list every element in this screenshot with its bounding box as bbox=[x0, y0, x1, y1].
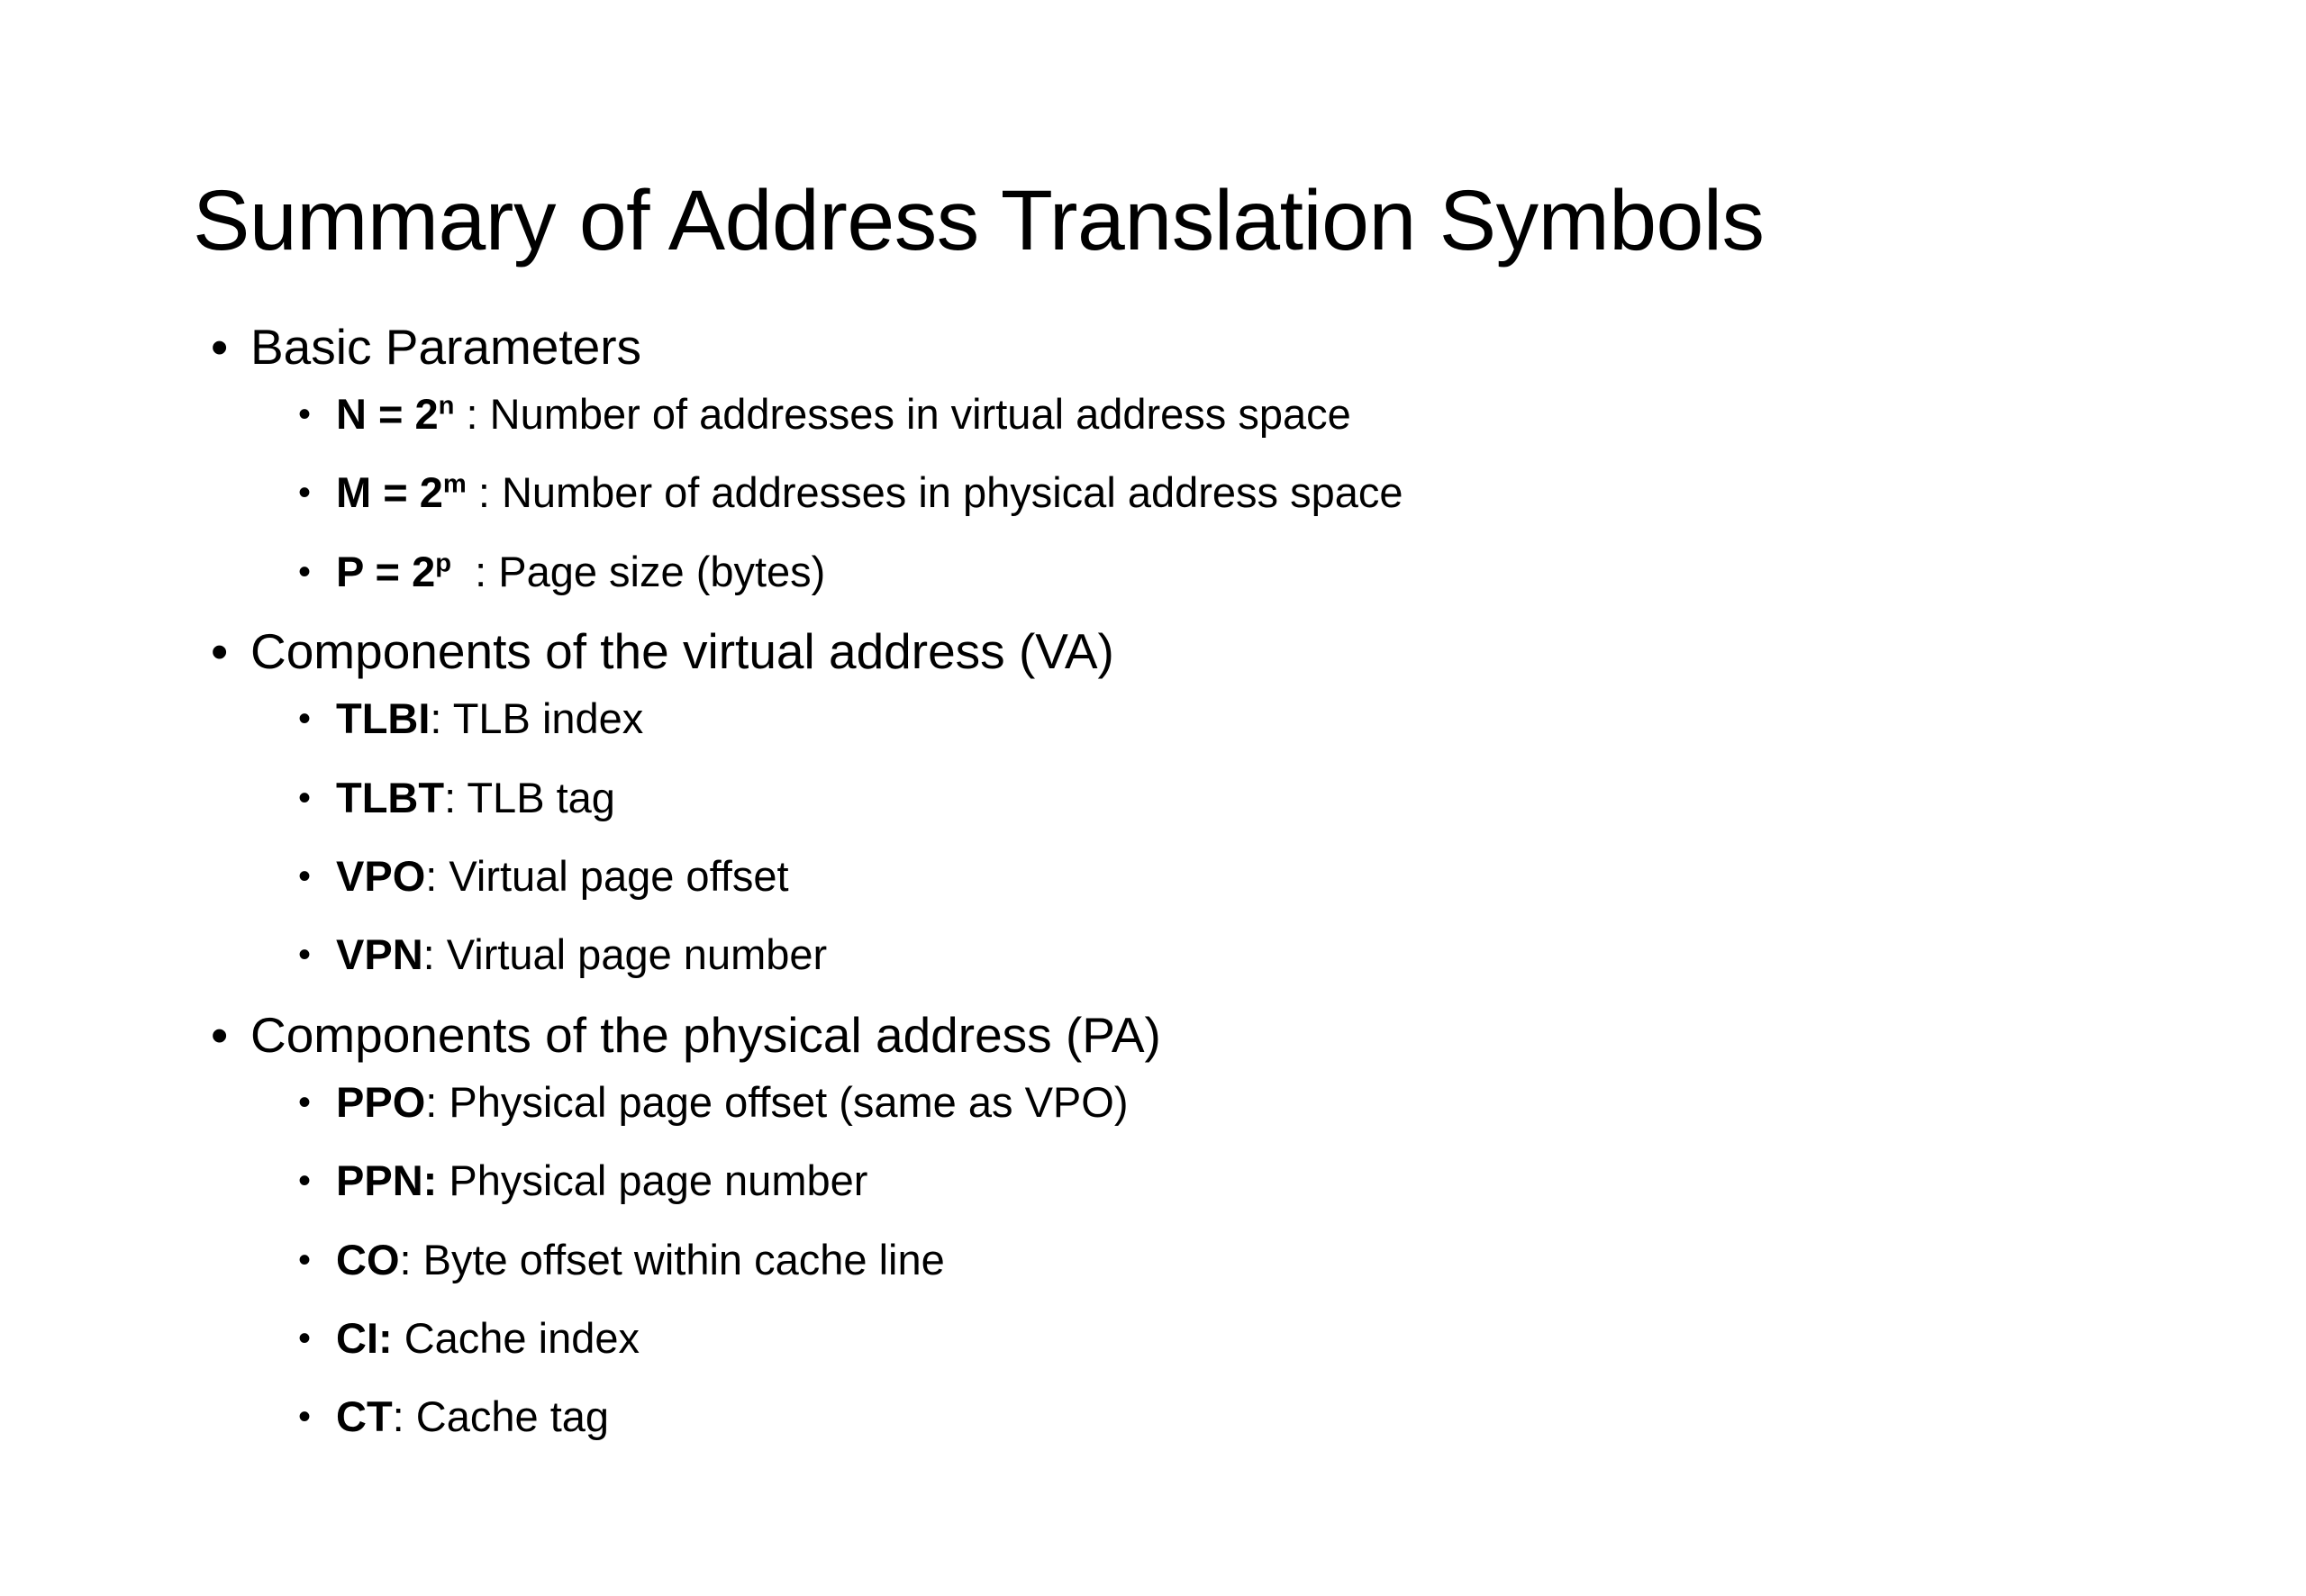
sub-bullet-vpn: • VPN: Virtual page number bbox=[196, 929, 2178, 980]
term-description: : Physical page offset (same as VPO) bbox=[425, 1077, 1129, 1126]
sub-bullet-ppn: • PPN: Physical page number bbox=[196, 1156, 2178, 1206]
sub-bullet-p-equals-2p: • P = 2p : Page size (bytes) bbox=[196, 547, 2178, 597]
term-description: : Page size (bytes) bbox=[451, 547, 826, 595]
section-virtual-address: • Components of the virtual address (VA)… bbox=[196, 621, 2178, 981]
bullet-point-icon: • bbox=[298, 1318, 312, 1358]
exponent-p: p bbox=[435, 549, 451, 578]
section-basic-parameters: • Basic Parameters • N = 2n : Number of … bbox=[196, 317, 2178, 597]
sub-bullet-tlbi: • TLBI: TLB index bbox=[196, 694, 2178, 744]
term-description: : TLB tag bbox=[444, 773, 615, 821]
slide-body: • Basic Parameters • N = 2n : Number of … bbox=[196, 317, 2178, 1443]
bullet-components-physical-address: • Components of the physical address (PA… bbox=[196, 1005, 2178, 1065]
bullet-point-icon: • bbox=[298, 699, 312, 739]
term-description: : Cache tag bbox=[392, 1392, 610, 1441]
term-description: : Number of addresses in physical addres… bbox=[466, 468, 1403, 517]
exponent-n: n bbox=[438, 391, 455, 421]
section-physical-address: • Components of the physical address (PA… bbox=[196, 1005, 2178, 1443]
term-description: Physical page number bbox=[437, 1156, 868, 1205]
bullet-point-icon: • bbox=[211, 319, 229, 375]
bullet-point-icon: • bbox=[298, 856, 312, 896]
bullet-point-icon: • bbox=[298, 473, 312, 513]
term-description: : Byte offset within cache line bbox=[399, 1235, 945, 1283]
sub-bullet-vpo: • VPO: Virtual page offset bbox=[196, 851, 2178, 902]
outline-level-1: • Components of the virtual address (VA) bbox=[196, 621, 2178, 681]
bullet-point-icon: • bbox=[211, 1006, 229, 1063]
term-label: CI: bbox=[336, 1313, 393, 1362]
term-label: CO bbox=[336, 1235, 400, 1283]
outline-level-1: • Basic Parameters bbox=[196, 317, 2178, 376]
sub-bullet-ci: • CI: Cache index bbox=[196, 1313, 2178, 1364]
bullet-basic-parameters: • Basic Parameters bbox=[196, 317, 2178, 376]
term-label: P = 2 bbox=[336, 547, 436, 595]
bullet-components-virtual-address: • Components of the virtual address (VA) bbox=[196, 621, 2178, 681]
term-label: TLBT bbox=[336, 773, 445, 821]
term-description: : TLB index bbox=[430, 694, 644, 743]
term-label: TLBI bbox=[336, 694, 431, 743]
bullet-point-icon: • bbox=[298, 1397, 312, 1437]
exponent-m: m bbox=[442, 469, 467, 499]
sub-bullet-n-equals-2n: • N = 2n : Number of addresses in virtua… bbox=[196, 389, 2178, 440]
sub-bullet-m-equals-2m: • M = 2m : Number of addresses in physic… bbox=[196, 467, 2178, 518]
term-label: N = 2 bbox=[336, 390, 439, 438]
bullet-text: Components of the physical address (PA) bbox=[250, 1006, 1161, 1063]
term-label: VPO bbox=[336, 851, 426, 900]
bullet-point-icon: • bbox=[298, 935, 312, 975]
term-label: PPO bbox=[336, 1077, 426, 1126]
bullet-point-icon: • bbox=[298, 1161, 312, 1202]
term-description: Cache index bbox=[392, 1313, 640, 1362]
outline-level-2: • PPO: Physical page offset (same as VPO… bbox=[196, 1077, 2178, 1443]
bullet-point-icon: • bbox=[211, 623, 229, 680]
sub-bullet-ct: • CT: Cache tag bbox=[196, 1392, 2178, 1442]
term-label: M = 2 bbox=[336, 468, 443, 517]
term-description: : Virtual page number bbox=[422, 930, 828, 979]
bullet-text: Basic Parameters bbox=[250, 319, 642, 375]
term-description: : Virtual page offset bbox=[425, 851, 789, 900]
term-label: VPN bbox=[336, 930, 423, 979]
bullet-point-icon: • bbox=[298, 394, 312, 434]
term-label: CT bbox=[336, 1392, 393, 1441]
page-title: Summary of Address Translation Symbols bbox=[193, 172, 1765, 268]
outline-level-2: • N = 2n : Number of addresses in virtua… bbox=[196, 389, 2178, 597]
bullet-text: Components of the virtual address (VA) bbox=[250, 623, 1114, 680]
bullet-point-icon: • bbox=[298, 551, 312, 592]
outline-level-1: • Components of the physical address (PA… bbox=[196, 1005, 2178, 1065]
bullet-point-icon: • bbox=[298, 1239, 312, 1280]
term-label: PPN: bbox=[336, 1156, 438, 1205]
sub-bullet-ppo: • PPO: Physical page offset (same as VPO… bbox=[196, 1077, 2178, 1128]
sub-bullet-co: • CO: Byte offset within cache line bbox=[196, 1235, 2178, 1285]
term-description: : Number of addresses in virtual address… bbox=[454, 390, 1351, 438]
bullet-point-icon: • bbox=[298, 777, 312, 818]
outline-level-2: • TLBI: TLB index • TLBT: TLB tag • VPO:… bbox=[196, 694, 2178, 981]
bullet-point-icon: • bbox=[298, 1082, 312, 1122]
sub-bullet-tlbt: • TLBT: TLB tag bbox=[196, 773, 2178, 823]
